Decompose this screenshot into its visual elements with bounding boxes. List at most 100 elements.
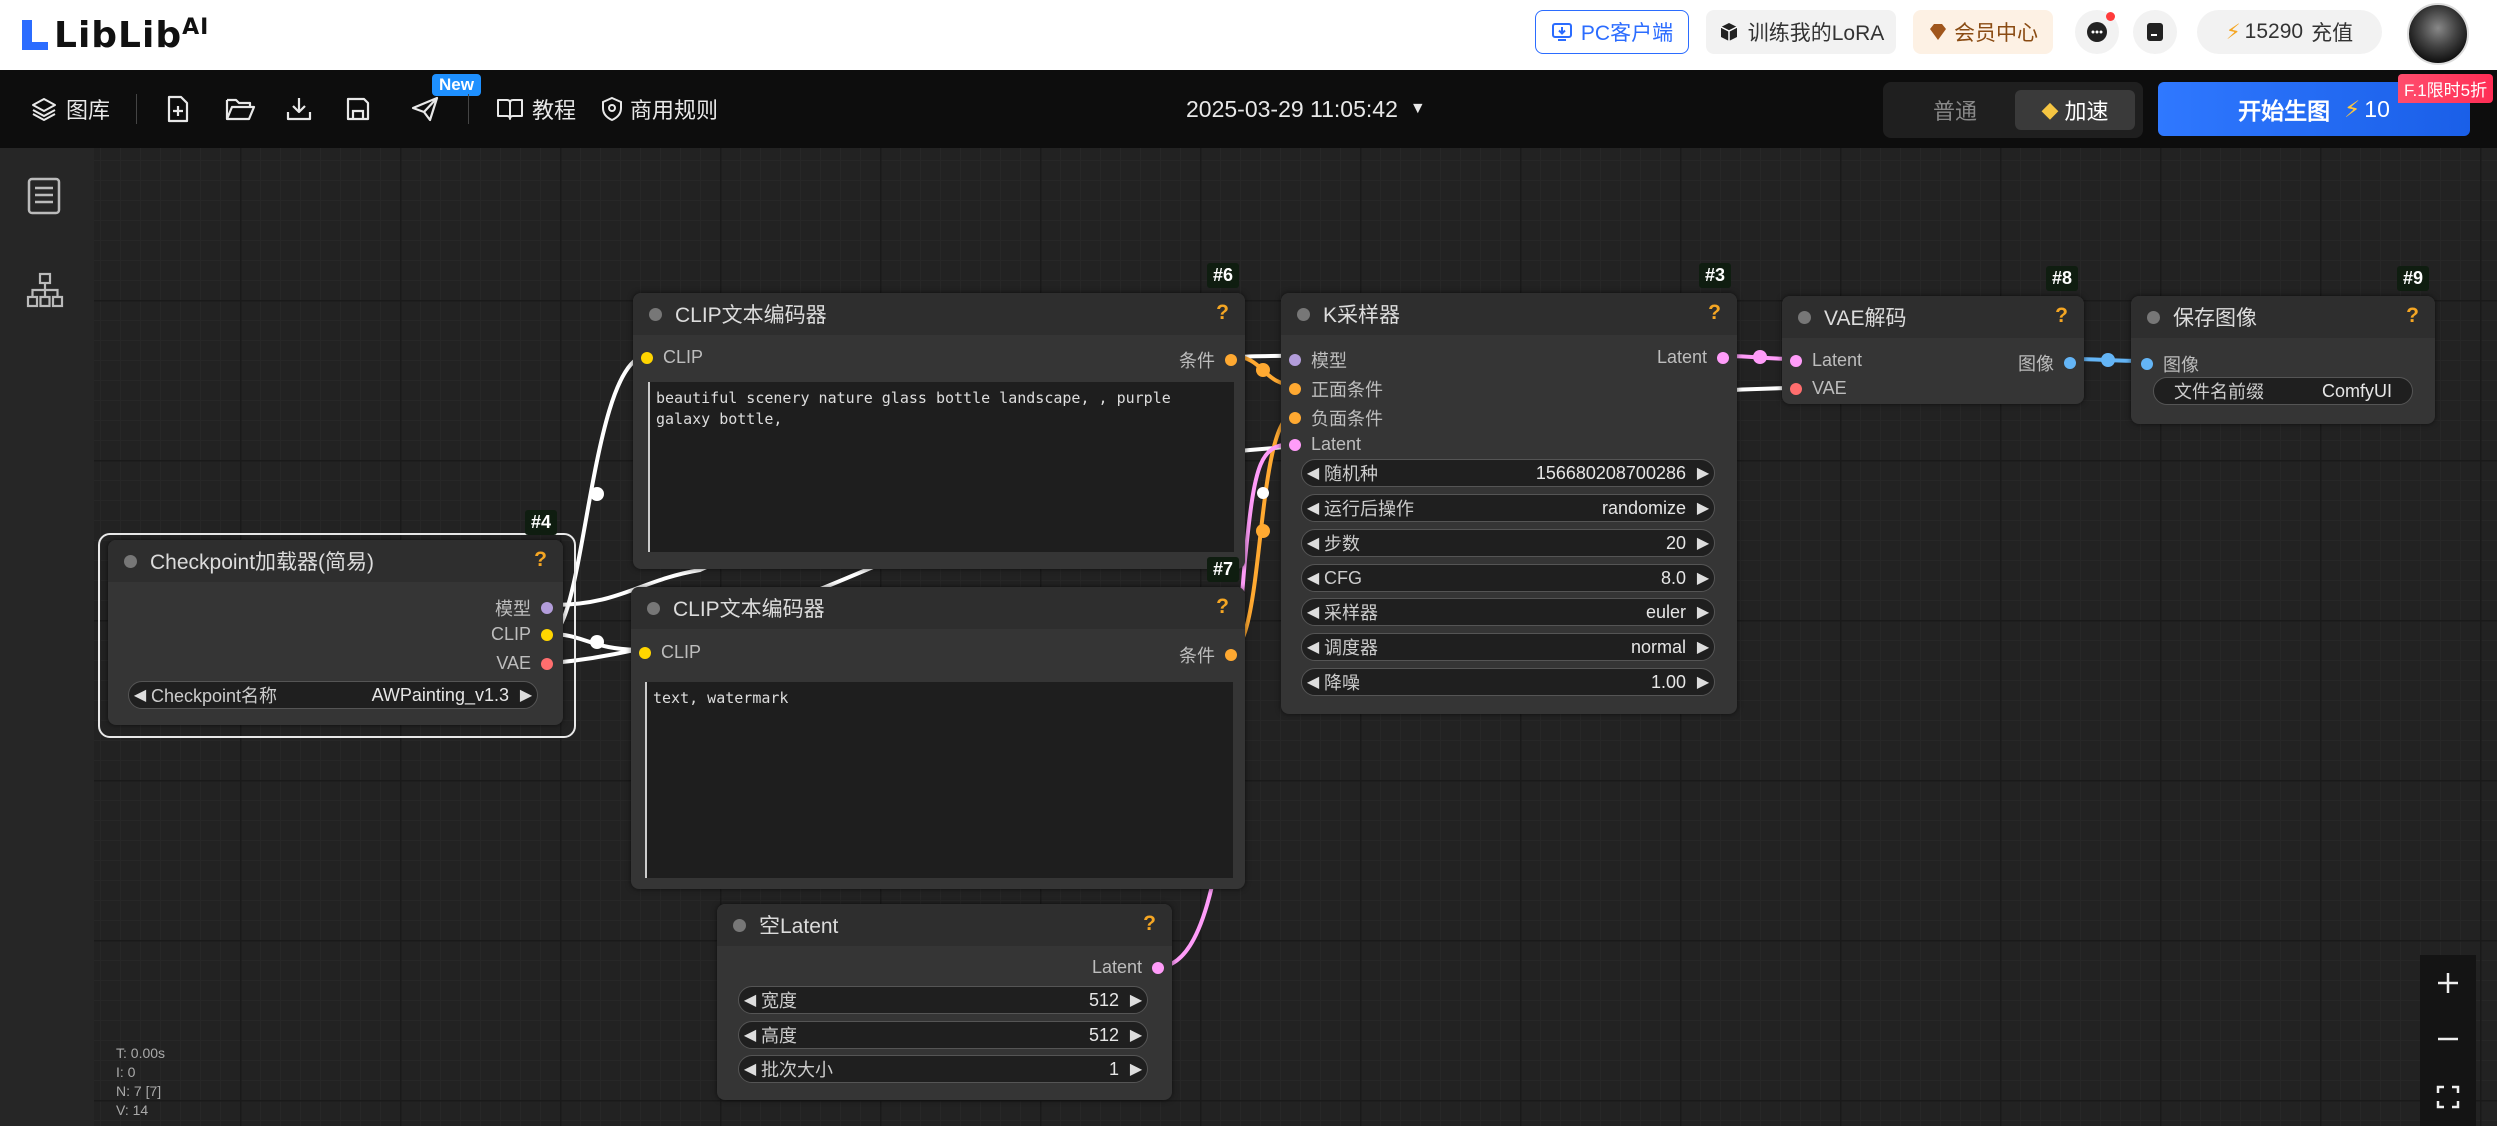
input-image[interactable]: 图像	[2141, 351, 2199, 377]
promo-badge: F.1限时5折	[2398, 74, 2494, 103]
output-latent[interactable]: Latent	[1092, 957, 1164, 978]
output-latent[interactable]: Latent	[1657, 347, 1729, 368]
speed-mode-toggle: 普通 ◆加速	[1883, 82, 2143, 138]
collapse-dot[interactable]	[2147, 310, 2160, 324]
gallery-button[interactable]: 图库	[30, 70, 110, 148]
input-latent[interactable]: Latent	[1790, 350, 1862, 371]
node-header[interactable]: CLIP文本编码器	[633, 293, 1245, 335]
input-negative[interactable]: 负面条件	[1289, 405, 1383, 431]
vae-decode-node[interactable]: #8 VAE解码 ? Latent VAE 图像	[1782, 266, 2084, 404]
workflow-tree-button[interactable]	[26, 272, 66, 312]
node-header[interactable]: 空Latent	[717, 904, 1172, 946]
commercial-rules-button[interactable]: 商用规则	[600, 70, 718, 148]
input-latent[interactable]: Latent	[1289, 434, 1361, 455]
input-vae[interactable]: VAE	[1790, 378, 1847, 399]
input-clip[interactable]: CLIP	[641, 347, 703, 368]
diamond-icon	[1930, 24, 1946, 40]
input-positive[interactable]: 正面条件	[1289, 376, 1383, 402]
collapse-dot[interactable]	[124, 554, 137, 568]
publish-button[interactable]	[410, 70, 440, 148]
node-header[interactable]: K采样器	[1281, 293, 1737, 335]
brand-logo[interactable]: LibLibAI	[20, 10, 209, 60]
input-clip[interactable]: CLIP	[639, 642, 701, 663]
collapse-dot[interactable]	[649, 307, 662, 321]
logo-mark-icon	[22, 20, 48, 50]
collapse-dot[interactable]	[1798, 310, 1811, 324]
new-badge: New	[432, 74, 481, 96]
layers-icon	[32, 98, 56, 121]
help-icon[interactable]: ?	[2406, 304, 2419, 327]
chat-bubble-icon	[2087, 22, 2107, 42]
download-button[interactable]	[284, 70, 314, 148]
plus-icon	[2438, 973, 2458, 993]
positive-prompt-textarea[interactable]: beautiful scenery nature glass bottle la…	[648, 382, 1234, 552]
node-header[interactable]: VAE解码	[1782, 296, 2084, 338]
new-file-icon	[167, 95, 189, 123]
mode-fast-button[interactable]: ◆加速	[2015, 90, 2135, 130]
recharge-label: 充值	[2311, 22, 2354, 45]
help-icon[interactable]: ?	[1216, 595, 1229, 618]
workflow-datetime-dropdown[interactable]: 2025-03-29 11:05:42 ▼	[1186, 95, 1426, 122]
messages-button[interactable]	[2075, 10, 2119, 54]
negative-prompt-textarea[interactable]: text, watermark	[645, 682, 1233, 878]
credits-recharge-button[interactable]: ⚡ 15290 充值	[2197, 10, 2382, 54]
mode-normal-button[interactable]: 普通	[1932, 99, 1977, 124]
download-monitor-icon	[1551, 23, 1572, 41]
generate-button[interactable]: 开始生图 ⚡ 10	[2158, 82, 2470, 136]
help-icon[interactable]: ?	[2055, 304, 2068, 327]
node-library-button[interactable]	[26, 176, 66, 216]
output-image[interactable]: 图像	[2018, 350, 2076, 376]
open-folder-button[interactable]	[224, 70, 256, 148]
node-header[interactable]: 保存图像	[2131, 296, 2435, 338]
lightning-icon: ⚡	[2344, 95, 2361, 122]
node-header[interactable]: CLIP文本编码器	[631, 587, 1245, 629]
user-avatar[interactable]	[2407, 3, 2469, 65]
node-header[interactable]: Checkpoint加载器(简易)	[108, 540, 563, 582]
help-icon[interactable]: ?	[1143, 912, 1156, 935]
caret-down-icon: ▼	[1409, 100, 1426, 117]
pc-client-button[interactable]: PC客户端	[1535, 10, 1689, 54]
tutorial-button[interactable]: 教程	[496, 70, 576, 148]
notification-dot	[2106, 12, 2115, 21]
output-clip[interactable]: CLIP	[491, 624, 553, 645]
output-vae[interactable]: VAE	[496, 653, 553, 674]
ksampler-node[interactable]: #3 K采样器 ? 模型 正面条件 负面条件 Latent Latent ◀随机…	[1281, 263, 1737, 714]
output-conditioning[interactable]: 条件	[1179, 347, 1237, 373]
fit-view-button[interactable]	[2420, 1067, 2476, 1126]
help-icon[interactable]: ?	[1708, 301, 1721, 324]
input-model[interactable]: 模型	[1289, 347, 1347, 373]
zoom-out-button[interactable]	[2420, 1011, 2476, 1067]
clip-text-encode-negative-node[interactable]: #7 CLIP文本编码器 ? CLIP 条件 text, watermark	[631, 557, 1245, 889]
left-sidebar	[0, 148, 94, 1126]
new-workflow-button[interactable]	[164, 70, 192, 148]
collapse-dot[interactable]	[733, 918, 746, 932]
collapse-dot[interactable]	[1297, 307, 1310, 321]
checkpoint-loader-node[interactable]: #4 Checkpoint加载器(简易) ? 模型 CLIP VAE ◀Chec…	[108, 510, 563, 725]
help-icon[interactable]: ?	[534, 548, 547, 571]
train-lora-button[interactable]: 训练我的LoRA	[1706, 10, 1896, 54]
output-model[interactable]: 模型	[495, 595, 553, 621]
clip-text-encode-positive-node[interactable]: #6 CLIP文本编码器 ? CLIP 条件 beautiful scenery…	[633, 263, 1245, 569]
zoom-in-button[interactable]	[2420, 955, 2476, 1011]
save-button[interactable]	[344, 70, 372, 148]
collapse-dot[interactable]	[647, 601, 660, 615]
membership-center-button[interactable]: 会员中心	[1913, 10, 2053, 54]
output-conditioning[interactable]: 条件	[1179, 642, 1237, 668]
help-icon[interactable]: ?	[1216, 301, 1229, 324]
node-id: #4	[524, 510, 557, 535]
files-button[interactable]	[2133, 10, 2177, 54]
